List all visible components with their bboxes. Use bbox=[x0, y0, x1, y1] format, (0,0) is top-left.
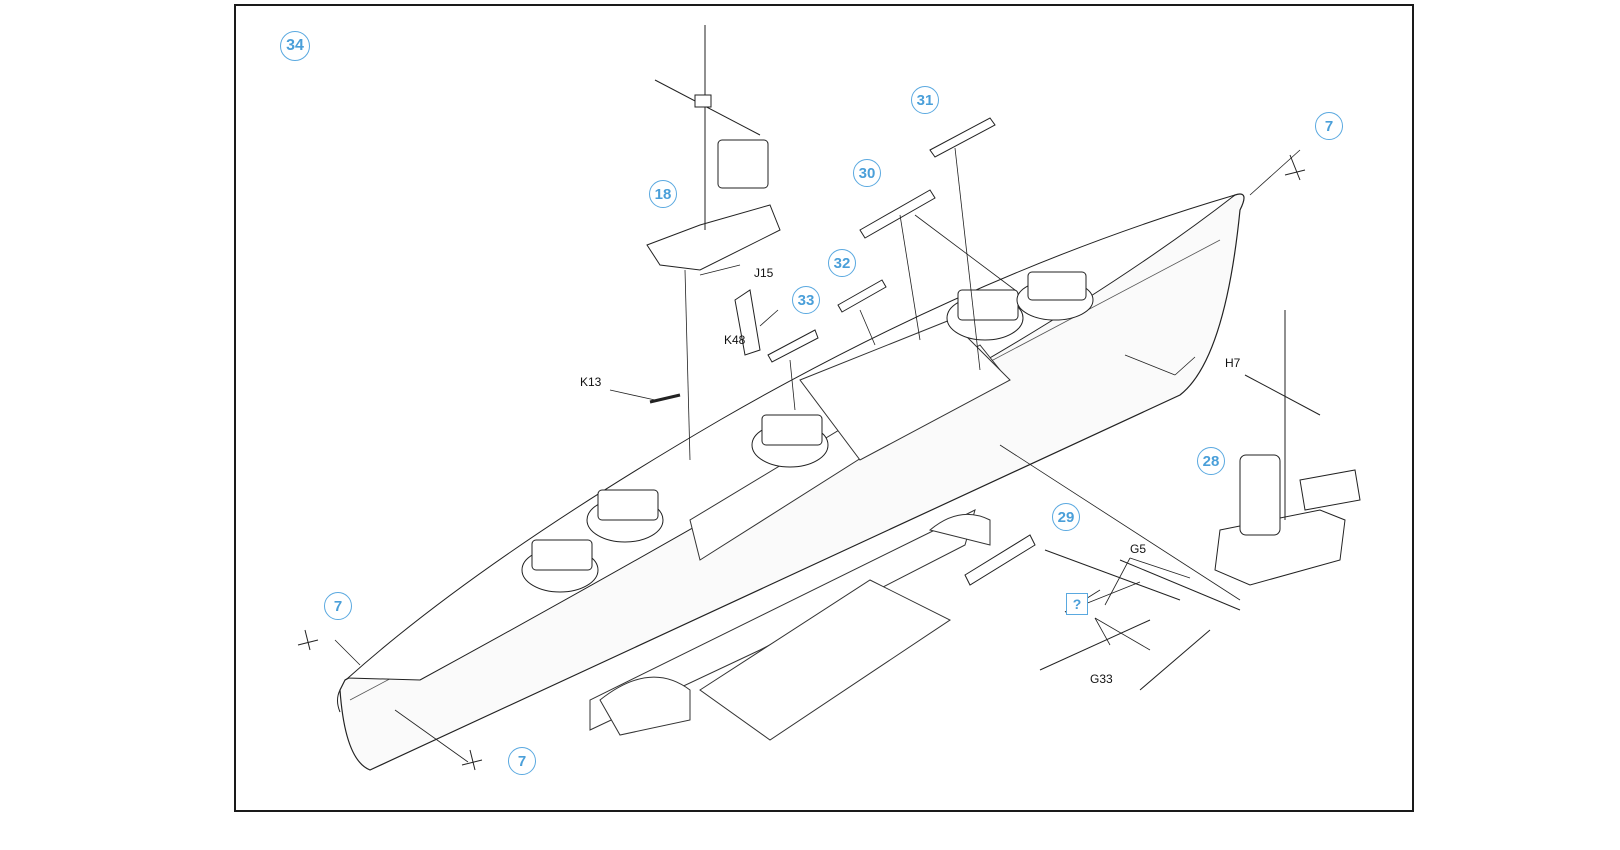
callout-boat-33: 33 bbox=[792, 286, 820, 314]
part-label-g33: G33 bbox=[1090, 672, 1113, 686]
aft-superstructure bbox=[1214, 310, 1361, 586]
step-number-badge: 34 bbox=[280, 31, 310, 61]
forward-superstructure bbox=[646, 25, 781, 271]
boats bbox=[767, 117, 1036, 586]
callout-boat-31: 31 bbox=[911, 86, 939, 114]
part-label-j15: J15 bbox=[754, 266, 774, 280]
callout-question-box: ? bbox=[1066, 593, 1088, 615]
gun-turrets bbox=[521, 271, 1094, 593]
part-label-k48: K48 bbox=[724, 333, 746, 347]
callout-superstructure-18: 18 bbox=[649, 180, 677, 208]
callout-boat-30: 30 bbox=[853, 159, 881, 187]
part-label-h7: H7 bbox=[1225, 356, 1241, 370]
part-label-k13: K13 bbox=[580, 375, 602, 389]
display-stand bbox=[589, 509, 991, 741]
callout-superstructure-28: 28 bbox=[1197, 447, 1225, 475]
callout-anchor-7-right: 7 bbox=[1315, 112, 1343, 140]
loose-parts bbox=[297, 154, 1306, 771]
callout-anchor-7-left: 7 bbox=[324, 592, 352, 620]
callout-boat-32: 32 bbox=[828, 249, 856, 277]
part-label-g5: G5 bbox=[1130, 542, 1147, 556]
callout-boat-29: 29 bbox=[1052, 503, 1080, 531]
callout-anchor-7-bottom: 7 bbox=[508, 747, 536, 775]
